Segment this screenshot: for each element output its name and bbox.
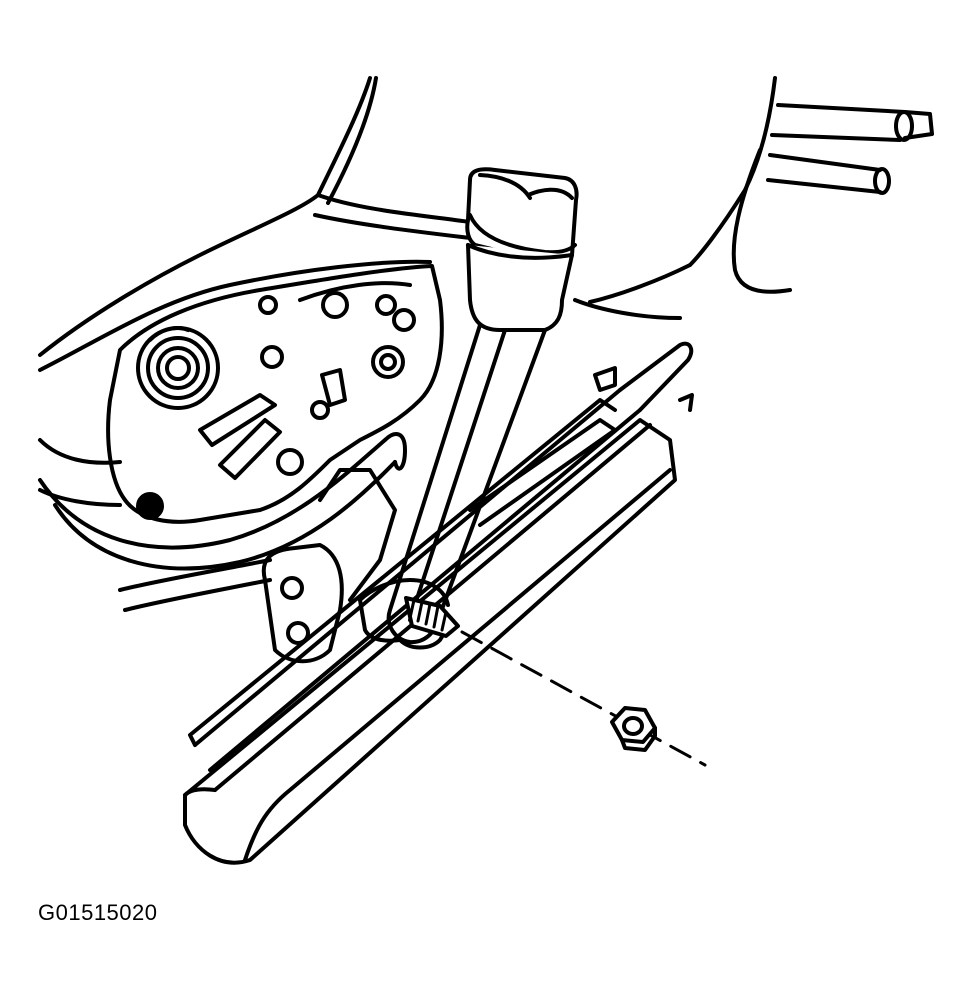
- recliner-mechanism: [106, 264, 444, 524]
- alignment-line: [460, 630, 707, 767]
- hex-nut: [610, 706, 657, 752]
- seat-cushion-outline: [38, 76, 792, 372]
- seat-frame-tubes: [38, 432, 407, 612]
- seat-cables: [766, 103, 934, 195]
- seat-bracket: [261, 468, 397, 664]
- figure-code: G01515020: [38, 900, 158, 925]
- seat-track: [183, 341, 694, 865]
- wrench-tool: [358, 167, 579, 650]
- threaded-stud: [404, 596, 460, 638]
